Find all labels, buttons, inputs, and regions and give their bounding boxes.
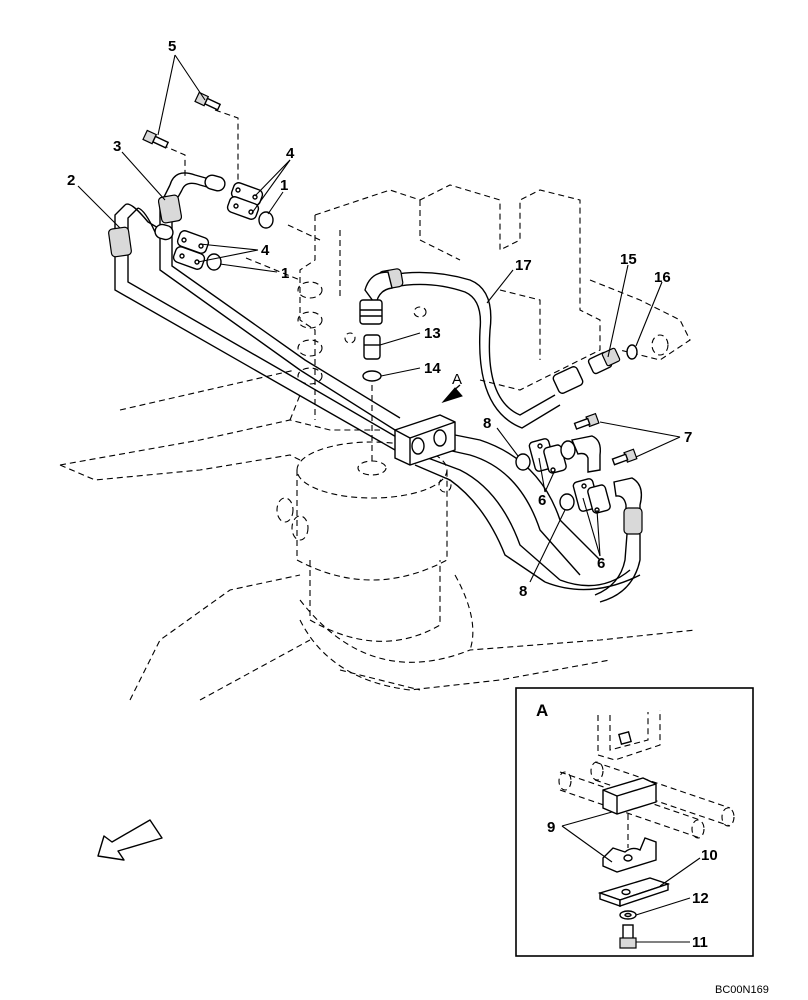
callout-9: 9 xyxy=(547,819,555,836)
callout-17: 17 xyxy=(515,257,532,274)
callout-3: 3 xyxy=(113,138,121,155)
callout-6-lower: 6 xyxy=(597,555,605,572)
top-flange-group xyxy=(142,91,274,271)
lower-flange-group xyxy=(515,412,643,603)
view-arrow-a xyxy=(441,387,463,404)
callout-labels: 5 3 2 4 1 4 1 17 15 16 13 14 A 8 7 6 6 8… xyxy=(67,38,769,996)
callout-5: 5 xyxy=(168,38,176,55)
detail-a-inset xyxy=(515,687,754,957)
callout-1-upper: 1 xyxy=(280,177,288,194)
callout-6-upper: 6 xyxy=(538,492,546,509)
callout-13: 13 xyxy=(424,325,441,342)
steel-pipes xyxy=(108,172,641,591)
callout-4-upper: 4 xyxy=(286,145,295,162)
view-arrow-a-label: A xyxy=(452,371,462,388)
front-direction-arrow xyxy=(97,819,163,861)
callout-2: 2 xyxy=(67,172,75,189)
callout-11: 11 xyxy=(692,934,708,951)
callout-10: 10 xyxy=(701,847,718,864)
callout-12: 12 xyxy=(692,890,709,907)
callout-8-upper: 8 xyxy=(483,415,491,432)
callout-16: 16 xyxy=(654,269,671,286)
callout-7: 7 xyxy=(684,429,692,446)
machine-outline xyxy=(59,184,696,701)
callout-8-lower: 8 xyxy=(519,583,527,600)
callout-14: 14 xyxy=(424,360,441,377)
drawing-code: BC00N169 xyxy=(715,984,769,996)
detail-a-title: A xyxy=(536,701,548,720)
pipe-clamp xyxy=(394,384,463,466)
assembly-leaders xyxy=(161,109,373,465)
leader-lines xyxy=(77,54,681,583)
hose-assembly xyxy=(359,268,638,429)
callout-1-lower: 1 xyxy=(281,265,289,282)
callout-15: 15 xyxy=(620,251,637,268)
callout-4-lower: 4 xyxy=(261,242,270,259)
